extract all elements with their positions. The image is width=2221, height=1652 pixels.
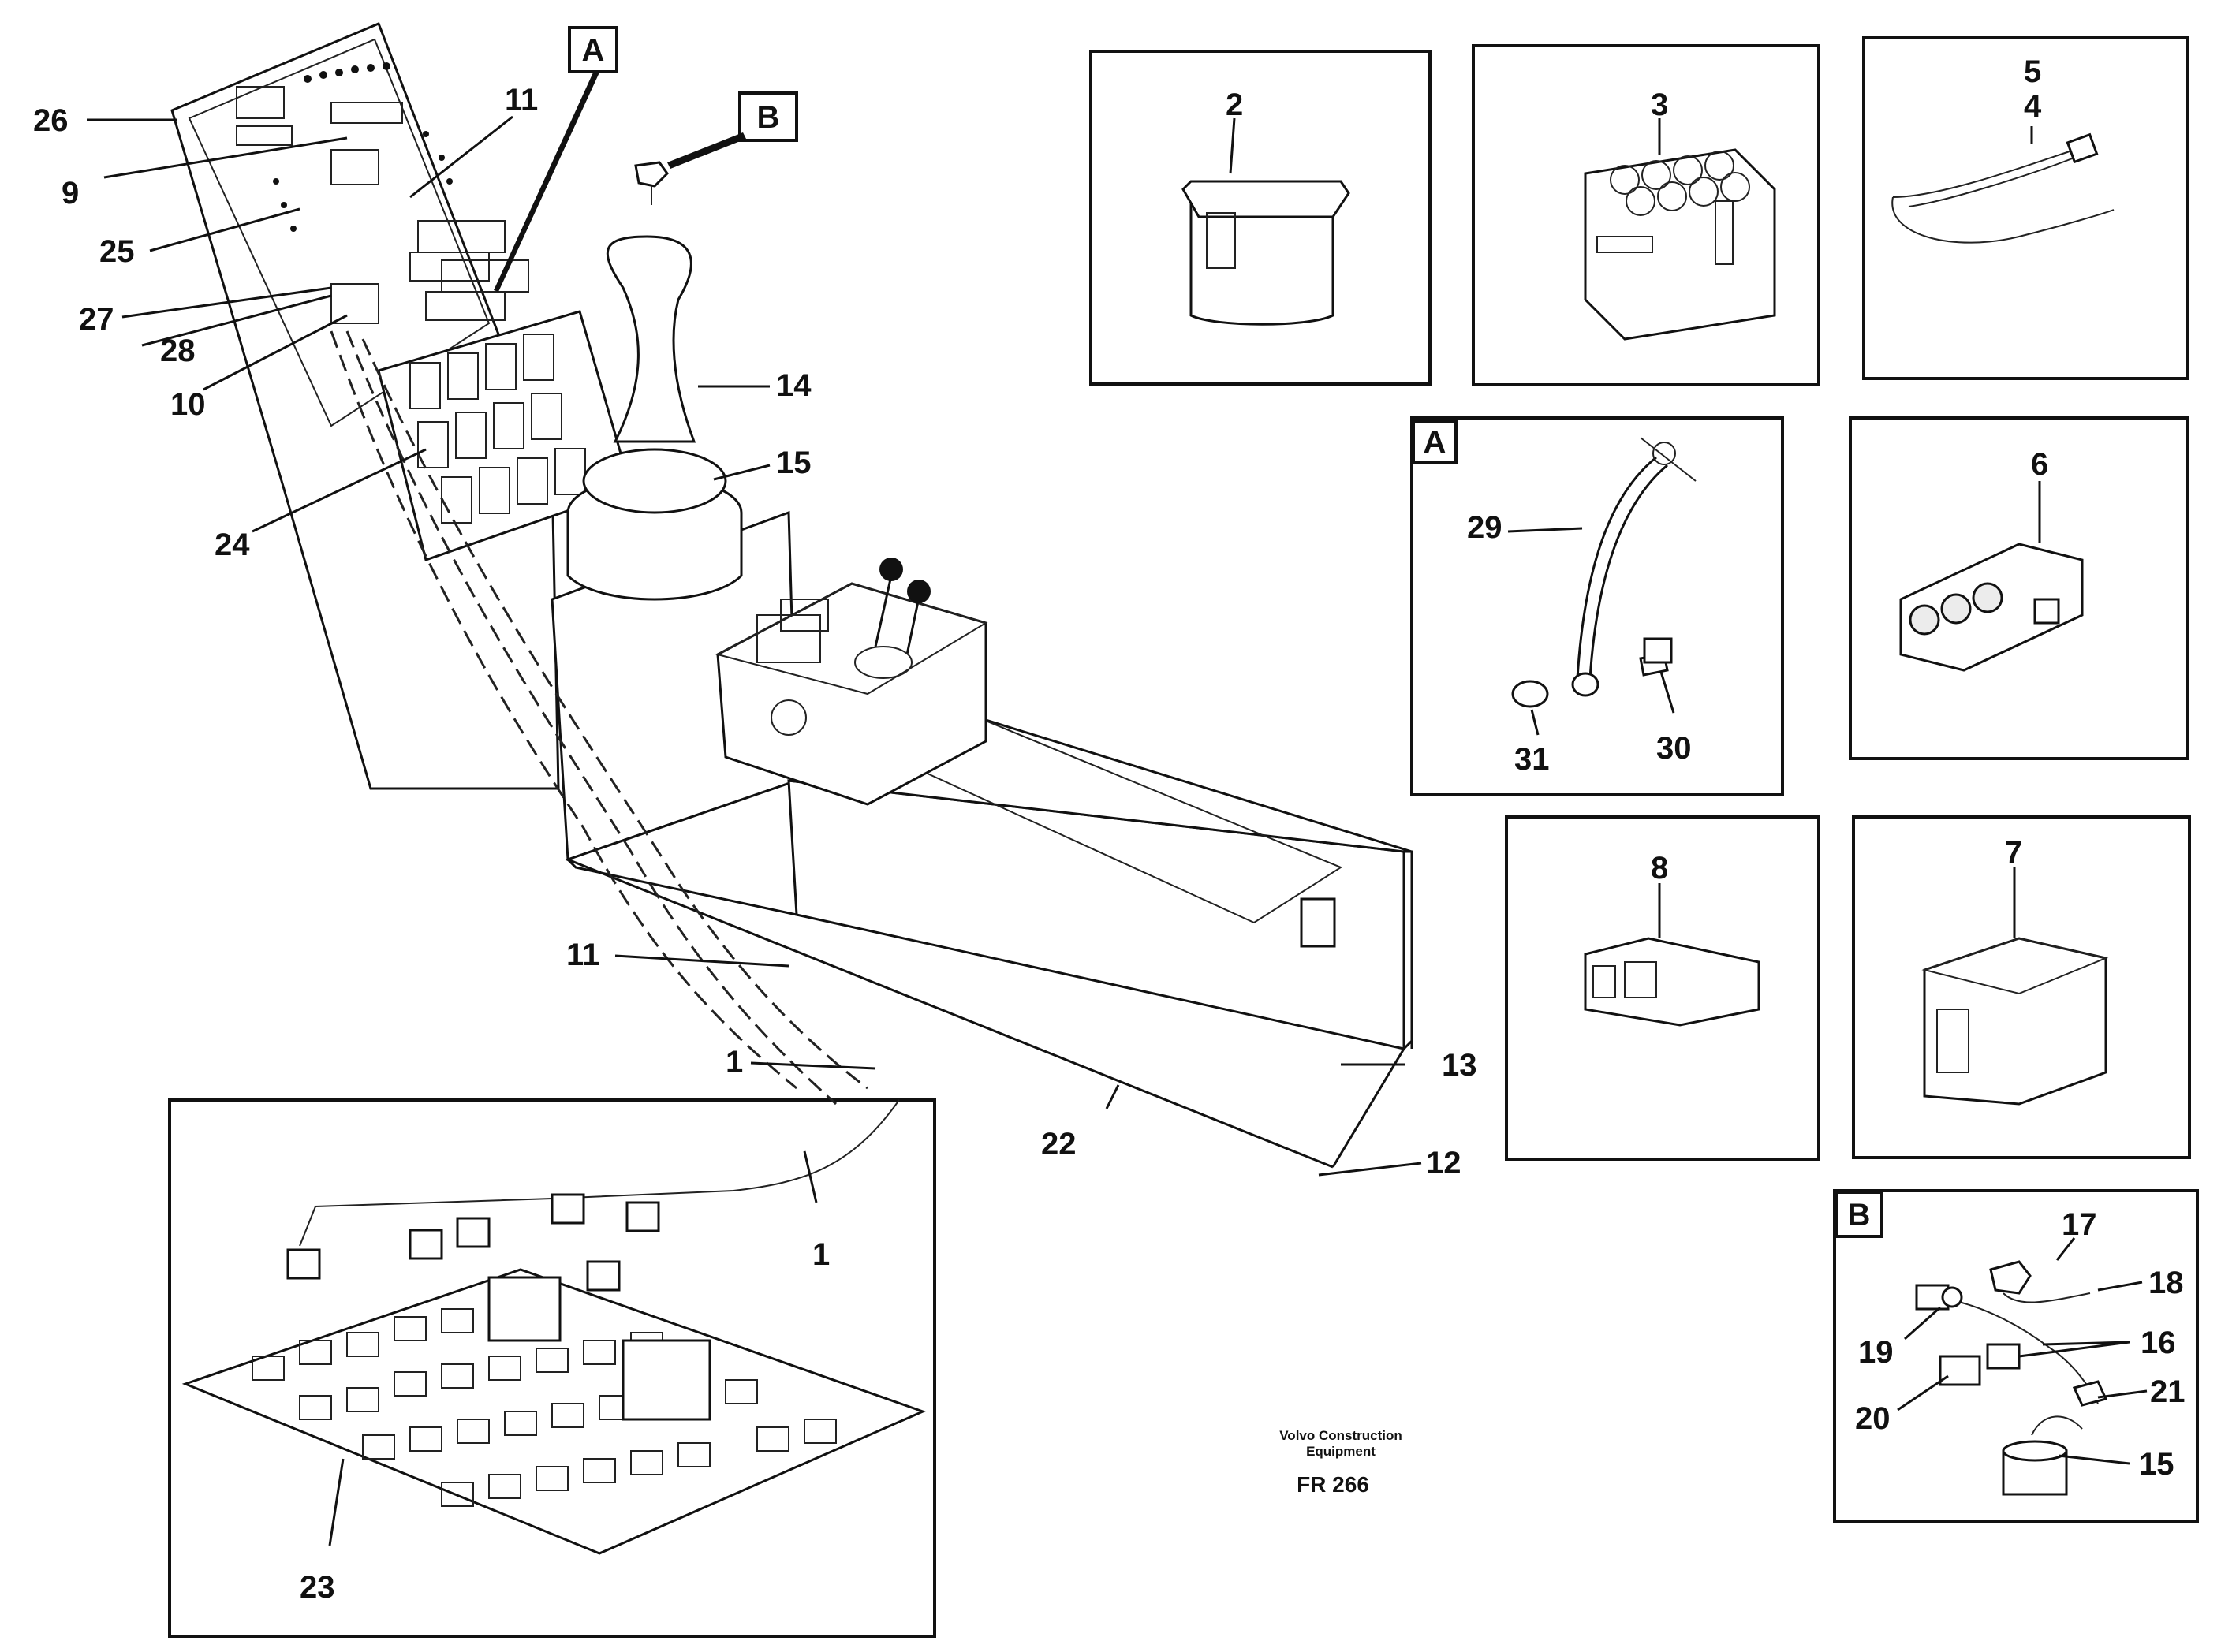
flag-a: A: [568, 26, 618, 73]
callout-15: 15: [776, 446, 812, 480]
callout-2: 2: [1226, 88, 1243, 122]
callout-28: 28: [160, 334, 196, 368]
instrument-panel: [170, 22, 560, 790]
callout-13: 13: [1442, 1048, 1477, 1083]
callout-6: 6: [2031, 447, 2048, 482]
callout-4: 4: [2024, 89, 2042, 124]
inset-2: 2: [1089, 50, 1432, 386]
main-callouts: 26 9 25 27 28 10 24 11 11 1 22 13 12 14 …: [33, 83, 1477, 1605]
callout-25: 25: [99, 234, 135, 269]
callout-29: 29: [1467, 510, 1502, 545]
callout-22: 22: [1041, 1127, 1077, 1162]
callout-24: 24: [215, 528, 250, 562]
callout-27: 27: [79, 302, 114, 337]
inset-B: B 17 18 19 16 20 21 15: [1833, 1189, 2199, 1523]
callout-11-bottom: 11: [566, 938, 599, 972]
svg-text:B: B: [757, 100, 780, 135]
callout-3: 3: [1651, 88, 1668, 122]
main-harness: [330, 330, 868, 1106]
leader-lines: [87, 73, 1422, 1546]
drawing-code: FR 266: [1297, 1472, 1369, 1497]
callout-21: 21: [2150, 1374, 2186, 1409]
callout-1-pcb: 1: [812, 1237, 830, 1272]
credit-line2: Equipment: [1306, 1444, 1376, 1459]
callout-1: 1: [726, 1045, 743, 1080]
inset-3: 3: [1472, 44, 1820, 386]
callout-31: 31: [1514, 742, 1550, 777]
callout-30: 30: [1656, 731, 1692, 766]
callout-9: 9: [62, 176, 79, 211]
svg-text:B: B: [1848, 1198, 1871, 1232]
callout-14: 14: [776, 368, 812, 403]
callout-10: 10: [170, 387, 206, 422]
callout-20: 20: [1855, 1401, 1891, 1436]
callout-5: 5: [2024, 54, 2041, 89]
callout-7: 7: [2005, 835, 2022, 870]
console-body: [551, 510, 1413, 1169]
inset-8: 8: [1505, 815, 1820, 1161]
credit-line1: Volvo Construction: [1279, 1428, 1402, 1443]
callout-8: 8: [1651, 851, 1668, 886]
inset-A: A 29 31 30: [1410, 416, 1784, 796]
callout-11-top: 11: [505, 83, 538, 117]
flag-b: B: [738, 91, 798, 142]
callout-26: 26: [33, 103, 69, 138]
pcb: [168, 1098, 936, 1638]
callout-17: 17: [2062, 1207, 2097, 1242]
credit-block: Volvo Construction Equipment FR 266: [1279, 1428, 1402, 1497]
inset-6: 6: [1849, 416, 2189, 760]
callout-18: 18: [2148, 1266, 2184, 1300]
callout-19: 19: [1858, 1335, 1894, 1370]
callout-16: 16: [2141, 1326, 2176, 1360]
inset-7: 7: [1852, 815, 2191, 1159]
inset-4-5: 5 4: [1862, 36, 2189, 380]
joystick: [566, 161, 743, 601]
svg-text:A: A: [1424, 425, 1446, 460]
lever-box: [715, 558, 988, 806]
callout-12: 12: [1426, 1146, 1461, 1180]
svg-text:A: A: [582, 33, 605, 68]
callout-15-inset: 15: [2139, 1447, 2174, 1482]
callout-23: 23: [300, 1570, 335, 1605]
